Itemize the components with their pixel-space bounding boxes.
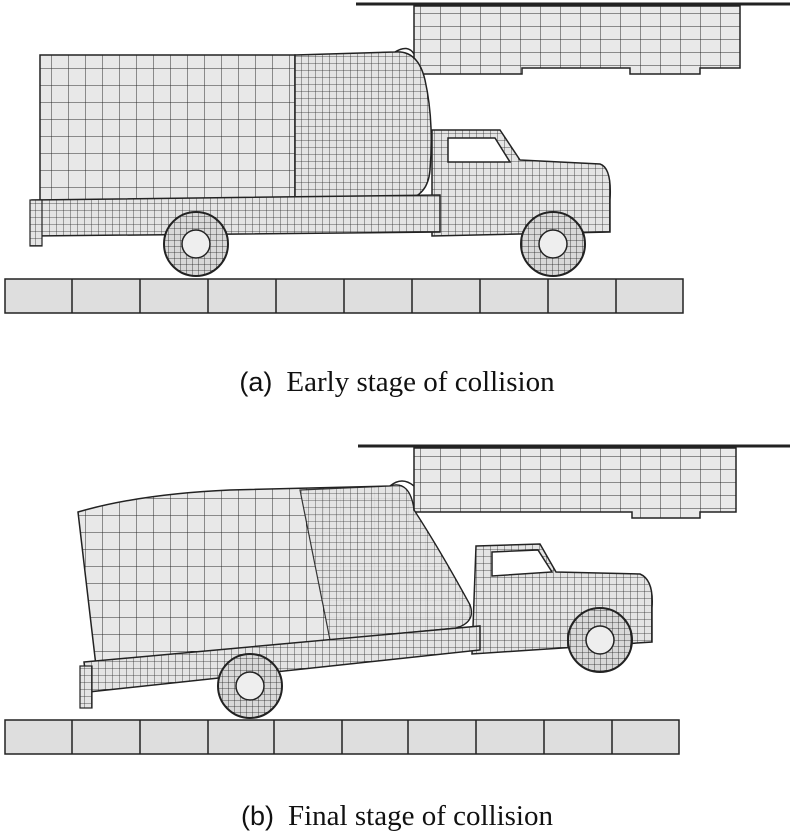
panel-early-stage (0, 0, 794, 340)
truck-cab (431, 129, 612, 237)
panel-final-stage (0, 430, 794, 770)
chassis-frame (29, 194, 441, 247)
panel-tag-b: (b) (241, 801, 274, 831)
cargo-box (39, 47, 432, 204)
front-wheel (520, 211, 586, 277)
truck-mesh-early-stage (4, 2, 790, 314)
bridge-girder (356, 2, 790, 75)
chassis-frame (79, 625, 481, 709)
road-deck (4, 719, 680, 755)
caption-text-a: Early stage of collision (286, 366, 555, 398)
front-wheel (567, 607, 633, 673)
caption-early-stage: (a) Early stage of collision (0, 366, 794, 399)
caption-text-b: Final stage of collision (288, 800, 553, 832)
rear-wheel (163, 211, 229, 277)
panel-tag-a: (a) (239, 367, 273, 397)
rear-wheel (217, 653, 283, 719)
bridge-girder (358, 444, 790, 519)
road-deck (4, 278, 684, 314)
truck-mesh-final-stage (4, 444, 790, 755)
caption-final-stage: (b) Final stage of collision (0, 800, 794, 833)
cargo-box-deformed (77, 480, 473, 667)
